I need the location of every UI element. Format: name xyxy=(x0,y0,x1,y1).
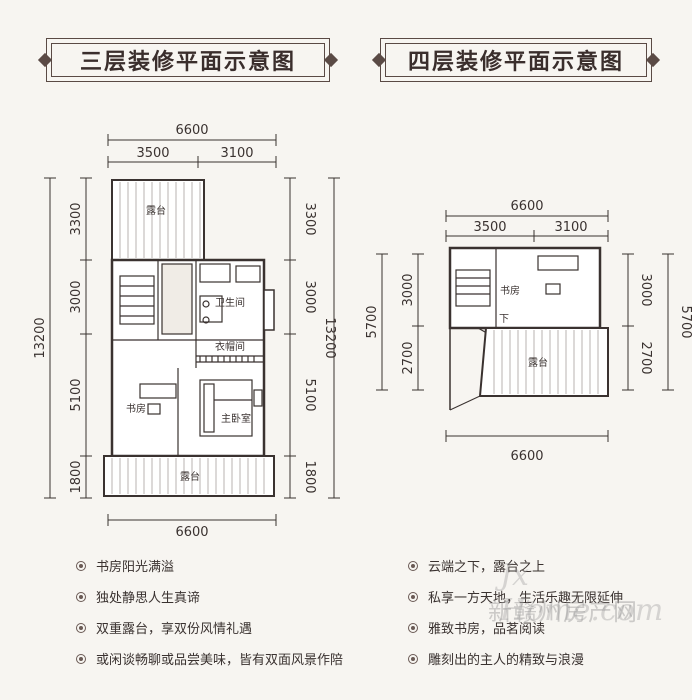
f3-dim-bottom: 6600 xyxy=(175,525,208,540)
f4-dim-right-total: 5700 xyxy=(678,305,692,338)
f4-room-study: 书房 xyxy=(500,284,520,297)
f4-dim-left-total: 5700 xyxy=(365,305,380,338)
f3-room-wardrobe: 衣帽间 xyxy=(215,340,245,353)
list-item: 或闲谈畅聊或品尝美味，皆有双面风景作陪 xyxy=(76,643,343,674)
f3-room-study: 书房 xyxy=(126,402,146,415)
watermark-latin: Jx Home.com xyxy=(500,558,664,628)
list-item: 双重露台，享双份风情礼遇 xyxy=(76,612,343,643)
f3-room-bathroom: 卫生间 xyxy=(215,296,245,309)
list-item: 书房阳光满溢 xyxy=(76,550,343,581)
bullet-icon xyxy=(408,653,418,664)
f3-dim-top-total: 6600 xyxy=(175,123,208,138)
f3-dim-right-total: 13200 xyxy=(322,317,337,358)
floor4-plan: 6600 3500 3100 5700 3000 2700 3000 2700 … xyxy=(365,199,692,464)
list-item: 雕刻出的主人的精致与浪漫 xyxy=(408,643,623,674)
bullet-icon xyxy=(76,591,86,602)
bullet-icon xyxy=(76,560,86,571)
f3-dim-top-right: 3100 xyxy=(220,146,253,161)
f3-dim-left-seg-2: 3000 xyxy=(69,280,84,313)
bullet-icon xyxy=(76,653,86,664)
f3-dim-right-seg-2: 3000 xyxy=(302,280,317,313)
f3-dim-right-seg-4: 1800 xyxy=(302,460,317,493)
bullet-icon xyxy=(408,622,418,633)
floor3-features: 书房阳光满溢 独处静思人生真谛 双重露台，享双份风情礼遇 或闲谈畅聊或品尝美味，… xyxy=(76,550,343,674)
f3-dim-left-total: 13200 xyxy=(33,317,48,358)
floor4-title: 四层装修平面示意图 xyxy=(380,38,652,82)
bullet-icon xyxy=(76,622,86,633)
f4-dim-right-seg-2: 2700 xyxy=(638,341,653,374)
list-item: 雅致书房，品茗阅读 xyxy=(408,612,623,643)
f3-dim-left-seg-3: 5100 xyxy=(69,378,84,411)
f4-dim-top-left: 3500 xyxy=(473,220,506,235)
f4-dim-left-seg-2: 2700 xyxy=(401,341,416,374)
f3-dim-right-seg-3: 5100 xyxy=(302,378,317,411)
f3-dim-left-seg-1: 3300 xyxy=(69,202,84,235)
f4-room-terrace: 露台 xyxy=(528,356,548,369)
f3-dim-left-seg-4: 1800 xyxy=(69,460,84,493)
f4-dim-top-total: 6600 xyxy=(510,199,543,214)
f4-dim-bottom: 6600 xyxy=(510,449,543,464)
watermark-chinese: 新赣州房产网 xyxy=(488,598,638,626)
list-item: 私享一方天地，生活乐趣无限延伸 xyxy=(408,581,623,612)
f4-dim-right-seg-1: 3000 xyxy=(638,273,653,306)
floor4-features: 云端之下，露台之上 私享一方天地，生活乐趣无限延伸 雅致书房，品茗阅读 雕刻出的… xyxy=(408,550,623,674)
f3-dim-top-left: 3500 xyxy=(136,146,169,161)
f4-room-down: 下 xyxy=(499,314,509,325)
f3-room-master-bedroom: 主卧室 xyxy=(221,412,251,425)
f4-dim-top-right: 3100 xyxy=(554,220,587,235)
list-item: 云端之下，露台之上 xyxy=(408,550,623,581)
f3-dim-right-seg-1: 3300 xyxy=(302,202,317,235)
floor3-title: 三层装修平面示意图 xyxy=(46,38,330,82)
list-item: 独处静思人生真谛 xyxy=(76,581,343,612)
f3-room-terrace-top: 露台 xyxy=(146,204,166,217)
f3-room-terrace-bottom: 露台 xyxy=(180,470,200,483)
bullet-icon xyxy=(408,591,418,602)
bullet-icon xyxy=(408,560,418,571)
f4-dim-left-seg-1: 3000 xyxy=(401,273,416,306)
floor3-plan: 6600 3500 3100 13200 3300 3000 5100 1800… xyxy=(33,123,340,540)
